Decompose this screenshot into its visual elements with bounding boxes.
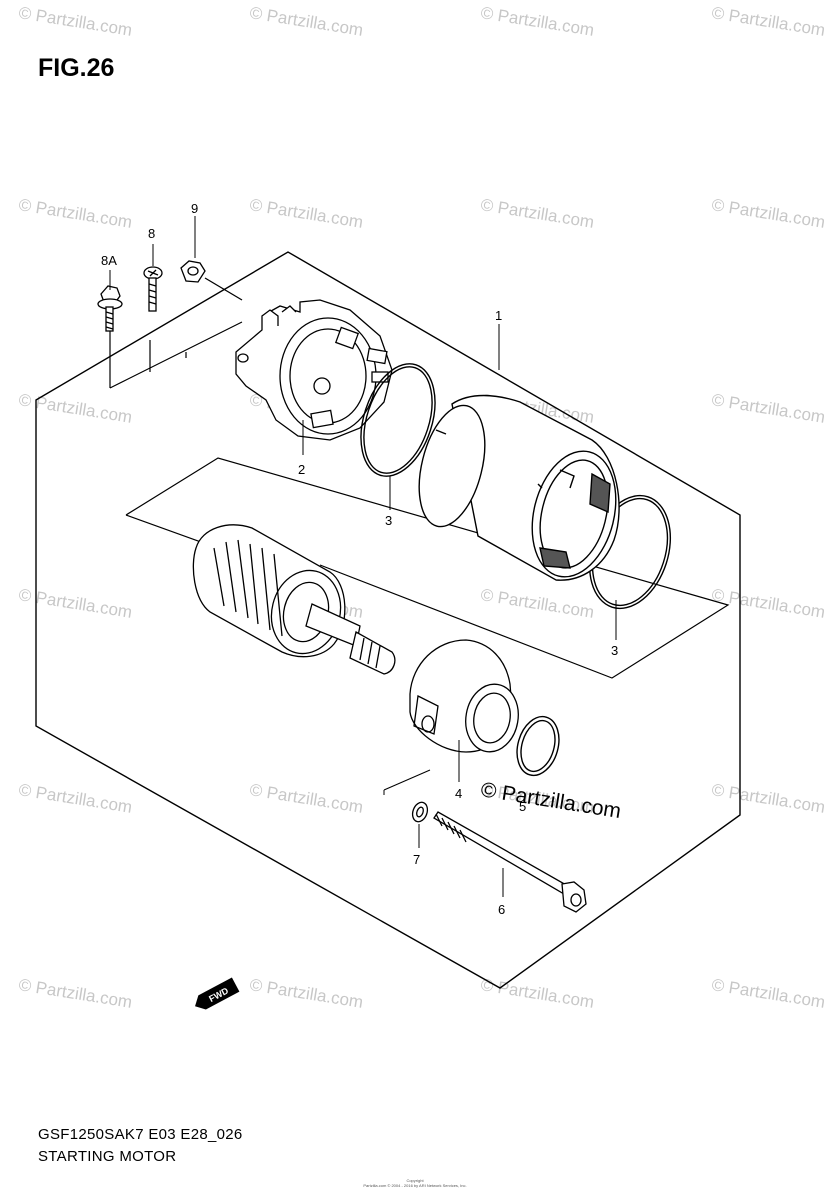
diagram-name: STARTING MOTOR	[38, 1148, 177, 1165]
part-7-washer	[411, 801, 429, 823]
watermark-text: © Partzilla.com	[710, 390, 826, 427]
assembly-outline	[35, 251, 741, 989]
watermark-text: © Partzilla.com	[17, 3, 133, 40]
watermark-text: © Partzilla.com	[479, 975, 595, 1012]
watermark-text: © Partzilla.com	[17, 780, 133, 817]
watermark-text: © Partzilla.com	[17, 975, 133, 1012]
part-9-nut	[180, 260, 243, 301]
callout-2: 2	[298, 462, 305, 477]
part-2-brush-holder	[235, 299, 393, 441]
callout-8a: 8A	[101, 253, 117, 268]
subassembly-bracket	[109, 321, 243, 389]
callout-9: 9	[191, 201, 198, 216]
callout-leaders	[109, 216, 617, 897]
part-8a-bolt	[97, 285, 123, 332]
copyright-note: Copyright Partzilla.com © 2004 - 2016 by…	[300, 1178, 530, 1188]
watermark-text: © Partzilla.com	[479, 3, 595, 40]
part-6-long-bolt	[433, 811, 587, 913]
watermark-text: © Partzilla.com	[17, 390, 133, 427]
armature	[192, 524, 396, 675]
watermark-text: © Partzilla.com	[710, 780, 826, 817]
part-1-yoke	[418, 394, 620, 581]
callout-4: 4	[455, 786, 462, 801]
callout-3-lower: 3	[611, 643, 618, 658]
watermark-text: © Partzilla.com	[710, 585, 826, 622]
copyright-line: Partzilla.com © 2004 - 2016 by ARI Netwo…	[363, 1183, 467, 1188]
watermark-text: © Partzilla.com	[710, 3, 826, 40]
figure-title: FIG.26	[38, 54, 115, 82]
model-code: GSF1250SAK7 E03 E28_026	[38, 1126, 243, 1143]
callout-5: 5	[519, 799, 526, 814]
watermark-text: © Partzilla.com	[710, 975, 826, 1012]
watermark-text: © Partzilla.com	[248, 3, 364, 40]
part-5-o-ring	[516, 715, 560, 777]
watermark-text: © Partzilla.com	[479, 585, 595, 622]
callout-6: 6	[498, 902, 505, 917]
part-8-screw	[143, 266, 163, 312]
watermark-text: © Partzilla.com	[248, 195, 364, 232]
copyright-line: Copyright	[406, 1178, 424, 1183]
watermark-text: © Partzilla.com	[248, 780, 364, 817]
part-3-o-ring-upper	[360, 363, 436, 477]
callout-8: 8	[148, 226, 155, 241]
partzilla-stamp: © Partzilla.com	[479, 778, 622, 823]
callout-7: 7	[413, 852, 420, 867]
callout-1: 1	[495, 308, 502, 323]
callout-3-upper: 3	[385, 513, 392, 528]
fwd-arrow-icon: FWD	[195, 977, 240, 1010]
watermark-text: © Partzilla.com	[17, 195, 133, 232]
bolt-leader-lines	[383, 769, 431, 795]
watermark-text: © Partzilla.com	[17, 585, 133, 622]
watermark-text: © Partzilla.com	[248, 975, 364, 1012]
part-4-front-cover	[409, 639, 519, 753]
watermark-text: © Partzilla.com	[710, 195, 826, 232]
watermark-text: © Partzilla.com	[479, 195, 595, 232]
